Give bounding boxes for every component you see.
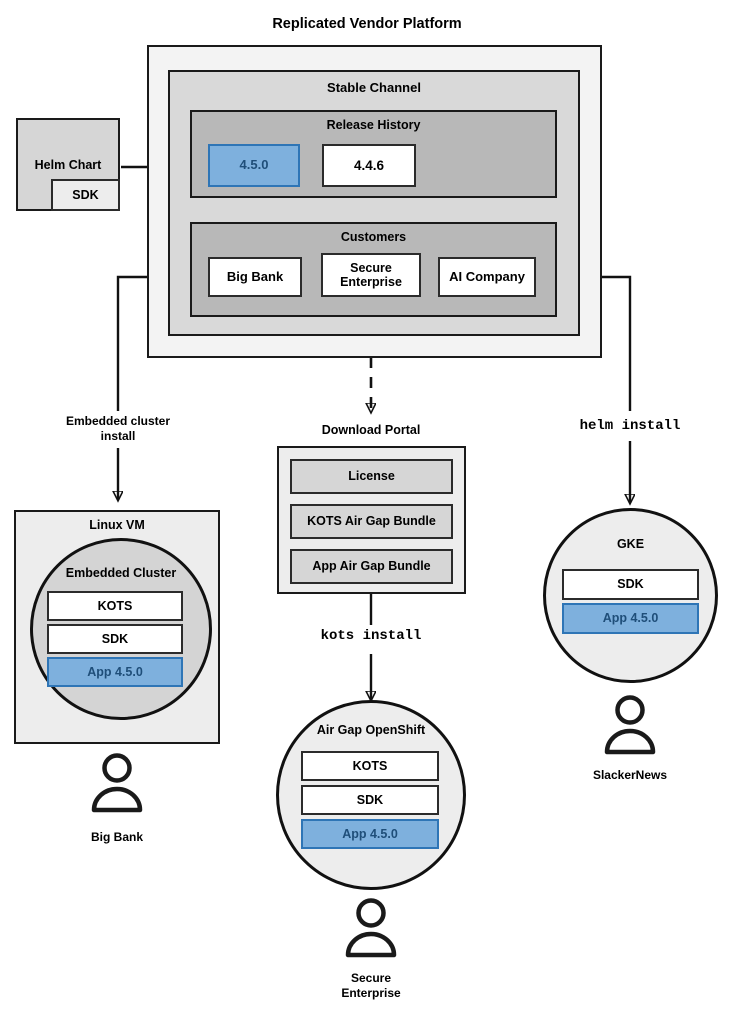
gke-component-app[interactable]: App 4.5.0	[562, 603, 699, 634]
airgap-component-sdk[interactable]: SDK	[301, 785, 439, 815]
customers-title: Customers	[340, 230, 407, 244]
flow-label-helm-install: helm install	[579, 418, 681, 434]
download-portal-item-kots-airgap[interactable]: KOTS Air Gap Bundle	[290, 504, 453, 539]
download-portal-item-license[interactable]: License	[290, 459, 453, 494]
release-chip-446[interactable]: 4.4.6	[322, 144, 416, 187]
actor-icon-big-bank	[91, 753, 143, 813]
linux-vm-component-kots[interactable]: KOTS	[47, 591, 183, 621]
flow-label-download-portal: Download Portal	[321, 423, 421, 437]
download-portal-item-app-airgap[interactable]: App Air Gap Bundle	[290, 549, 453, 584]
linux-vm-component-app[interactable]: App 4.5.0	[47, 657, 183, 687]
stable-channel-title: Stable Channel	[327, 80, 421, 95]
customer-secure-enterprise[interactable]: Secure Enterprise	[321, 253, 421, 297]
airgap-component-kots[interactable]: KOTS	[301, 751, 439, 781]
actor-icon-secure-enterprise	[345, 898, 397, 958]
linux-vm-component-sdk[interactable]: SDK	[47, 624, 183, 654]
customer-ai-company[interactable]: AI Company	[438, 257, 536, 297]
helm-chart-title: Helm Chart	[34, 158, 102, 172]
flow-label-kots-install: kots install	[320, 628, 422, 644]
gke-component-sdk[interactable]: SDK	[562, 569, 699, 600]
helm-chart-sdk-chip: SDK	[51, 179, 120, 211]
release-chip-450[interactable]: 4.5.0	[208, 144, 300, 187]
flow-label-embedded-cluster-install: Embedded cluster install	[65, 414, 171, 443]
actor-label-secure-enterprise: Secure Enterprise	[341, 971, 401, 1000]
customer-big-bank[interactable]: Big Bank	[208, 257, 302, 297]
actor-label-big-bank: Big Bank	[90, 830, 143, 844]
release-history-title: Release History	[326, 118, 421, 132]
actor-label-slackernews: SlackerNews	[592, 768, 668, 782]
page-title: Replicated Vendor Platform	[272, 16, 462, 32]
linux-vm-title: Linux VM	[89, 518, 145, 532]
actor-icon-slackernews	[604, 695, 656, 755]
airgap-openshift-title: Air Gap OpenShift	[316, 723, 426, 737]
airgap-component-app[interactable]: App 4.5.0	[301, 819, 439, 849]
gke-title: GKE	[616, 537, 645, 551]
embedded-cluster-title: Embedded Cluster	[65, 566, 177, 580]
